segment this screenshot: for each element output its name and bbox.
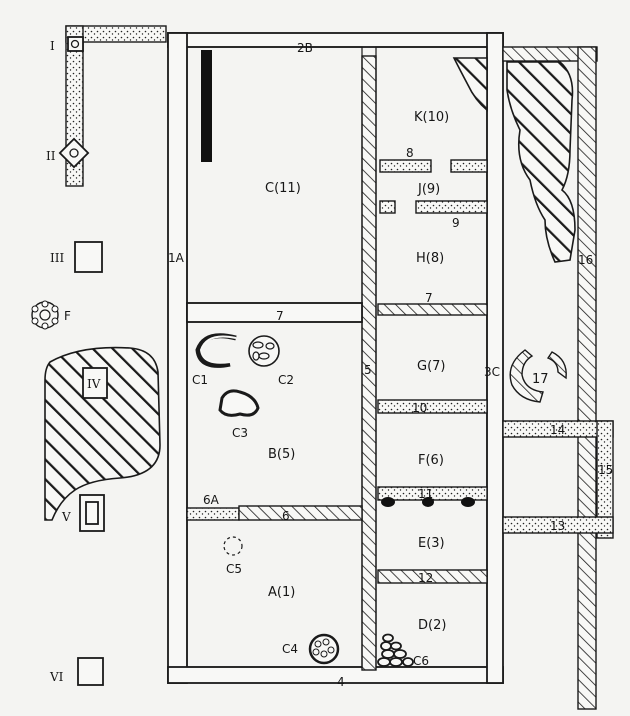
room-features	[195, 333, 414, 667]
feature-c6	[377, 633, 414, 667]
label-pit-iv: IV	[87, 377, 101, 391]
pit-ii-box	[58, 137, 90, 169]
pit-iv-area	[44, 346, 161, 521]
label-c5: C5	[226, 562, 242, 576]
label-6a: 6A	[203, 493, 220, 507]
pit-i-box	[67, 36, 84, 52]
wall-1a	[167, 32, 188, 684]
label-3c: 3C	[484, 365, 500, 379]
left-features	[31, 25, 167, 686]
pit-vi-box	[77, 657, 104, 686]
label-f: F	[64, 309, 71, 323]
wall-9a	[379, 200, 396, 214]
wall-3c	[486, 32, 504, 684]
pit-iv-box	[82, 367, 108, 399]
room-b5-label: B(5)	[268, 447, 295, 462]
room-d2-label: D(2)	[418, 618, 446, 633]
wall-8b	[450, 159, 488, 173]
black-bar	[201, 50, 212, 162]
room-j9-label: J(9)	[417, 182, 440, 197]
wall-2b	[167, 32, 504, 48]
label-4: 4	[337, 675, 345, 689]
label-c3: C3	[232, 426, 248, 440]
label-1a: 1A	[168, 251, 185, 265]
wall-13	[502, 516, 614, 534]
label-15: 15	[598, 463, 613, 477]
room-h8-label: H(8)	[416, 251, 444, 266]
wall-15	[596, 420, 614, 539]
room-a1-label: A(1)	[268, 585, 295, 600]
room-e3-label: E(3)	[418, 536, 445, 551]
labels: 2B 1A 7 6A 6 4 5 8 9 7 10 11 12 3C 14 15…	[46, 39, 613, 689]
label-pit-iii: III	[50, 251, 64, 265]
label-pit-vi: VI	[49, 670, 64, 684]
label-11: 11	[418, 487, 433, 501]
wall-6a	[186, 507, 240, 521]
label-c6: C6	[413, 654, 429, 668]
label-12: 12	[418, 571, 433, 585]
room-f6-label: F(6)	[418, 453, 444, 468]
wall-6	[238, 505, 363, 521]
label-17: 17	[532, 372, 549, 387]
label-c2: C2	[278, 373, 294, 387]
outer-right-wall	[577, 46, 597, 710]
label-10: 10	[412, 401, 427, 415]
label-2b: 2B	[297, 41, 313, 55]
wall-10	[377, 399, 488, 414]
feature-c5	[223, 536, 243, 556]
room-g7-label: G(7)	[417, 359, 446, 374]
main-walls	[167, 32, 504, 684]
feature-c3	[218, 389, 260, 417]
label-7-right: 7	[425, 291, 433, 305]
label-5: 5	[364, 363, 372, 377]
wall-7-right	[377, 303, 488, 316]
label-pit-ii: II	[46, 149, 56, 163]
label-7: 7	[276, 309, 284, 323]
label-pit-v: V	[61, 510, 71, 524]
label-9: 9	[452, 216, 460, 230]
wall-4	[167, 666, 504, 684]
label-14: 14	[550, 423, 565, 437]
label-16: 16	[578, 253, 593, 267]
wall-8a	[379, 159, 432, 173]
wall-9b	[415, 200, 488, 214]
right-cross-walls	[377, 159, 488, 584]
feature-c1	[195, 333, 237, 368]
wall-11-blobs	[381, 497, 475, 507]
outer-right-structures	[502, 46, 614, 710]
label-c1: C1	[192, 373, 208, 387]
label-6: 6	[282, 509, 290, 523]
hatched-mass	[506, 61, 576, 263]
outer-top-wall	[502, 46, 598, 62]
pit-iii-box	[74, 241, 103, 273]
feature-f-ring	[31, 300, 59, 330]
room-k10-label: K(10)	[414, 110, 449, 125]
label-pit-i: I	[50, 39, 55, 53]
feature-c2	[248, 335, 280, 367]
feature-17	[509, 349, 567, 403]
room-outlines	[186, 46, 488, 668]
label-8: 8	[406, 146, 414, 160]
label-c4: C4	[282, 642, 298, 656]
wall-12	[377, 569, 488, 584]
label-13: 13	[550, 519, 565, 533]
feature-c4	[308, 633, 340, 665]
room-c11-label: C(11)	[265, 181, 301, 196]
k10-hatch	[452, 57, 488, 112]
wall-7	[186, 302, 363, 323]
